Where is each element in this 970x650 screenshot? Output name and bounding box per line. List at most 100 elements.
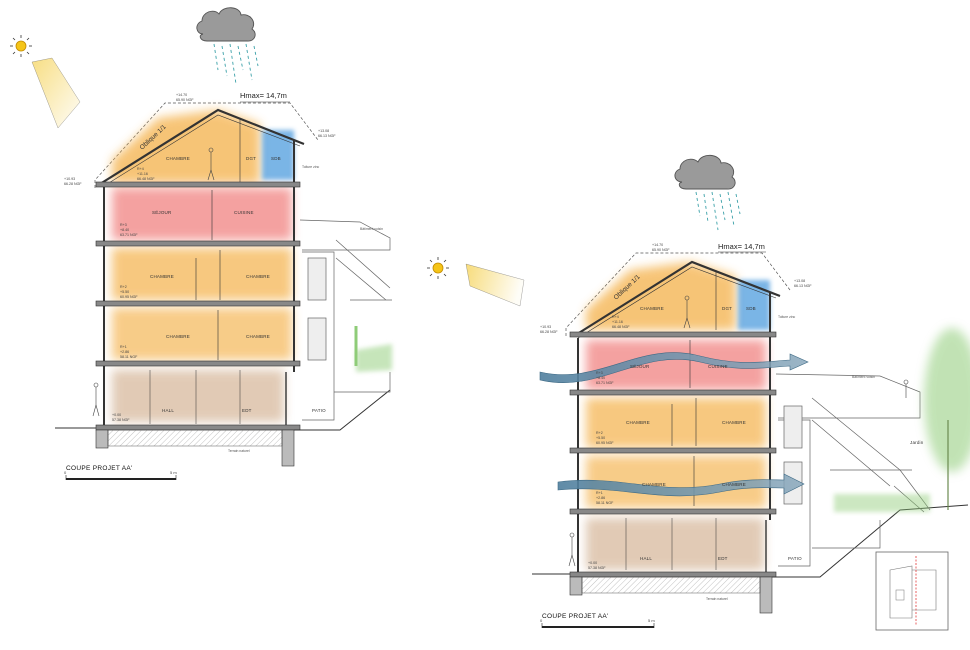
svg-text:R+2: R+2 bbox=[596, 431, 603, 435]
svg-text:5 m: 5 m bbox=[648, 618, 655, 623]
annotation-notes: Toiture zinc Terrain naturel Bâtiment vo… bbox=[228, 165, 383, 453]
svg-text:R+2: R+2 bbox=[120, 285, 127, 289]
scale-bar-right: 0 5 m bbox=[540, 618, 655, 628]
svg-text:+2.86: +2.86 bbox=[596, 496, 605, 500]
gauge-envelope-right bbox=[565, 252, 791, 336]
room-sdb: SDB bbox=[271, 156, 281, 161]
svg-text:66.28 NGF: 66.28 NGF bbox=[64, 182, 82, 186]
svg-text:0: 0 bbox=[540, 618, 543, 623]
rain-icon-right bbox=[695, 191, 741, 231]
room-dgt-right: DGT bbox=[722, 306, 732, 311]
neighbour-building bbox=[299, 219, 392, 421]
jardin-label: Jardin bbox=[910, 440, 924, 445]
svg-text:+0.00: +0.00 bbox=[112, 413, 121, 417]
neighbour-building-right bbox=[775, 373, 931, 567]
svg-text:66.28 NGF: 66.28 NGF bbox=[540, 330, 558, 334]
right-section: Hmax= 14,7m Oblique 1/1 CHAMBRE DGT SDB … bbox=[427, 154, 970, 631]
svg-text:+2.86: +2.86 bbox=[120, 350, 129, 354]
room-edt-right: EDT bbox=[718, 556, 728, 561]
svg-text:Toiture zinc: Toiture zinc bbox=[302, 165, 319, 169]
room-fills-right bbox=[586, 262, 770, 570]
room-fills bbox=[112, 110, 294, 422]
sun-beam bbox=[31, 57, 81, 129]
sun-beam-right bbox=[465, 263, 525, 307]
room-cuisine: CUISINE bbox=[234, 210, 254, 215]
svg-text:R+1: R+1 bbox=[596, 491, 603, 495]
svg-text:66.13 NGF: 66.13 NGF bbox=[318, 134, 336, 138]
room-hall-right: HALL bbox=[640, 556, 652, 561]
svg-text:+8.40: +8.40 bbox=[596, 376, 605, 380]
svg-text:0: 0 bbox=[64, 470, 67, 475]
room-cuisine-right: CUISINE bbox=[708, 364, 728, 369]
svg-text:63.71 NGF: 63.71 NGF bbox=[596, 381, 614, 385]
room-edt: EDT bbox=[242, 408, 252, 413]
svg-text:5 m: 5 m bbox=[170, 470, 177, 475]
airflow-arrow-upper bbox=[539, 352, 809, 383]
svg-text:66.48 NGF: 66.48 NGF bbox=[137, 177, 155, 181]
svg-text:63.71 NGF: 63.71 NGF bbox=[120, 233, 138, 237]
svg-text:57.38 NGF: 57.38 NGF bbox=[588, 566, 606, 570]
svg-text:+10.93: +10.93 bbox=[64, 177, 75, 181]
sun-icon bbox=[10, 35, 32, 57]
room-sejour: SÉJOUR bbox=[152, 209, 172, 215]
patio-label-right: PATIO bbox=[788, 556, 802, 561]
svg-text:65.90 NGF: 65.90 NGF bbox=[176, 98, 194, 102]
svg-text:Bâtiment voisin: Bâtiment voisin bbox=[360, 227, 383, 231]
svg-text:+5.50: +5.50 bbox=[596, 436, 605, 440]
svg-text:Toiture zinc: Toiture zinc bbox=[778, 315, 795, 319]
svg-text:57.38 NGF: 57.38 NGF bbox=[112, 418, 130, 422]
svg-text:+13.08: +13.08 bbox=[794, 279, 805, 283]
svg-text:60.95 NGF: 60.95 NGF bbox=[120, 295, 138, 299]
svg-text:Terrain naturel: Terrain naturel bbox=[706, 597, 728, 601]
section-title: COUPE PROJET AA' bbox=[66, 465, 133, 472]
room-chambre-r1b-right: CHAMBRE bbox=[722, 482, 746, 487]
room-hall: HALL bbox=[162, 408, 174, 413]
svg-text:65.90 NGF: 65.90 NGF bbox=[652, 248, 670, 252]
gauge-envelope bbox=[94, 102, 319, 188]
cloud-icon bbox=[196, 7, 256, 42]
cloud-icon-right bbox=[674, 154, 736, 190]
left-section: Hmax= 14,7m Oblique 1/1 CHAMBRE DGT SDB … bbox=[10, 7, 392, 480]
person-figures-right bbox=[568, 295, 909, 567]
room-chambre-r1: CHAMBRE bbox=[166, 334, 190, 339]
patio-label: PATIO bbox=[312, 408, 326, 413]
level-labels: +14.70 65.90 NGF +13.08 66.13 NGF +10.93… bbox=[64, 93, 336, 422]
room-chambre-r1-right: CHAMBRE bbox=[642, 482, 666, 487]
svg-text:+8.40: +8.40 bbox=[120, 228, 129, 232]
svg-text:+5.50: +5.50 bbox=[120, 290, 129, 294]
svg-text:+0.00: +0.00 bbox=[588, 561, 597, 565]
room-chambre: CHAMBRE bbox=[166, 156, 190, 161]
svg-text:+14.70: +14.70 bbox=[176, 93, 187, 97]
room-chambre-r1b: CHAMBRE bbox=[246, 334, 270, 339]
hmax-label: Hmax= 14,7m bbox=[240, 91, 287, 100]
svg-text:R+4: R+4 bbox=[137, 167, 144, 171]
svg-text:R+3: R+3 bbox=[596, 371, 603, 375]
airflow-arrow-lower bbox=[557, 473, 805, 497]
svg-text:+11.16: +11.16 bbox=[612, 320, 623, 324]
room-sdb-right: SDB bbox=[746, 306, 756, 311]
scale-bar: 0 5 m bbox=[64, 470, 177, 480]
room-chambre-r2: CHAMBRE bbox=[150, 274, 174, 279]
hmax-label-right: Hmax= 14,7m bbox=[718, 242, 765, 251]
building-structure bbox=[95, 108, 305, 467]
room-sejour-right: SÉJOUR bbox=[630, 363, 650, 369]
key-plan bbox=[875, 551, 949, 631]
annotation-notes-right: Toiture zinc Terrain naturel Bâtiment vo… bbox=[706, 315, 875, 601]
ground-line-right bbox=[532, 504, 969, 578]
svg-text:+13.08: +13.08 bbox=[318, 129, 329, 133]
person-figures bbox=[92, 147, 215, 417]
room-dgt: DGT bbox=[246, 156, 256, 161]
svg-text:58.11 NGF: 58.11 NGF bbox=[596, 501, 614, 505]
room-chambre-r2-right: CHAMBRE bbox=[626, 420, 650, 425]
rain-icon bbox=[213, 43, 259, 85]
svg-text:+11.16: +11.16 bbox=[137, 172, 148, 176]
svg-text:66.13 NGF: 66.13 NGF bbox=[794, 284, 812, 288]
svg-text:R+3: R+3 bbox=[120, 223, 127, 227]
svg-text:R+1: R+1 bbox=[120, 345, 127, 349]
svg-text:+14.70: +14.70 bbox=[652, 243, 663, 247]
svg-text:Bâtiment voisin: Bâtiment voisin bbox=[852, 375, 875, 379]
svg-text:Terrain naturel: Terrain naturel bbox=[228, 449, 250, 453]
svg-text:58.11 NGF: 58.11 NGF bbox=[120, 355, 138, 359]
svg-text:60.95 NGF: 60.95 NGF bbox=[596, 441, 614, 445]
